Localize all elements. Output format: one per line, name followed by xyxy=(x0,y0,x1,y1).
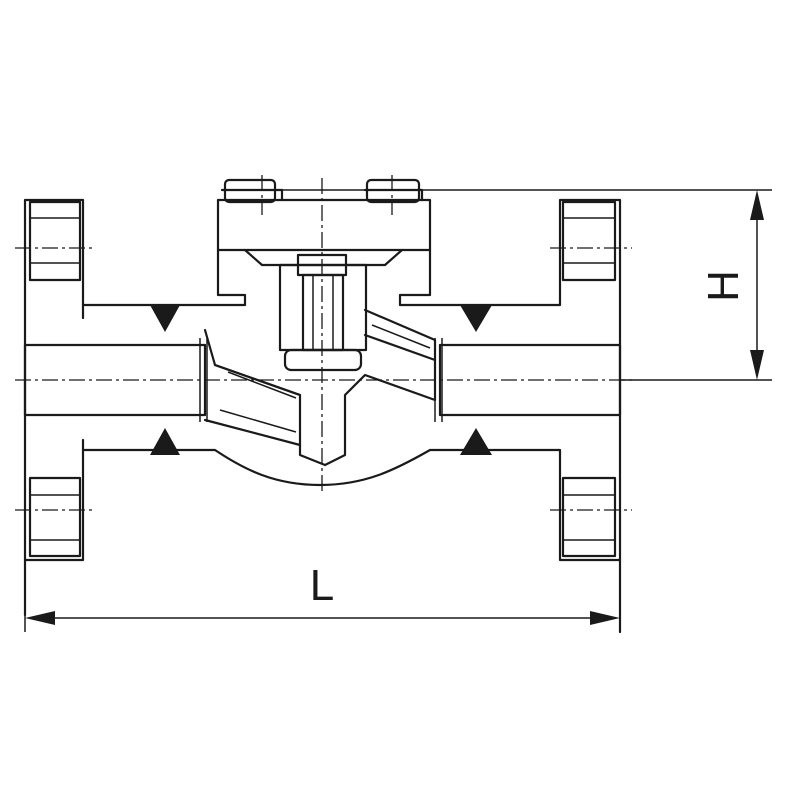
right-top-bolt-hole xyxy=(561,200,617,282)
right-cover-nut xyxy=(365,178,421,204)
left-top-bolt-hole xyxy=(28,200,82,282)
weld-top-left xyxy=(150,305,180,332)
height-label: H xyxy=(699,270,748,302)
bonnet-cover xyxy=(216,178,432,267)
dimension-length: L xyxy=(24,561,621,632)
left-cover-nut xyxy=(223,178,277,204)
weld-marks xyxy=(150,305,492,455)
weld-bottom-left xyxy=(150,428,180,455)
valve-body xyxy=(160,198,477,487)
left-bottom-bolt-hole xyxy=(28,476,82,558)
left-flange xyxy=(23,198,164,617)
dimension-height: H xyxy=(422,189,772,381)
disc-stem xyxy=(301,273,345,352)
weld-top-right xyxy=(460,305,492,332)
disc-plate xyxy=(283,348,363,372)
right-bottom-bolt-hole xyxy=(561,476,617,558)
disc-holder xyxy=(278,263,368,352)
length-label: L xyxy=(310,561,334,610)
centerlines xyxy=(15,175,632,511)
valve-disc xyxy=(278,253,368,372)
weld-bottom-right xyxy=(460,428,492,455)
